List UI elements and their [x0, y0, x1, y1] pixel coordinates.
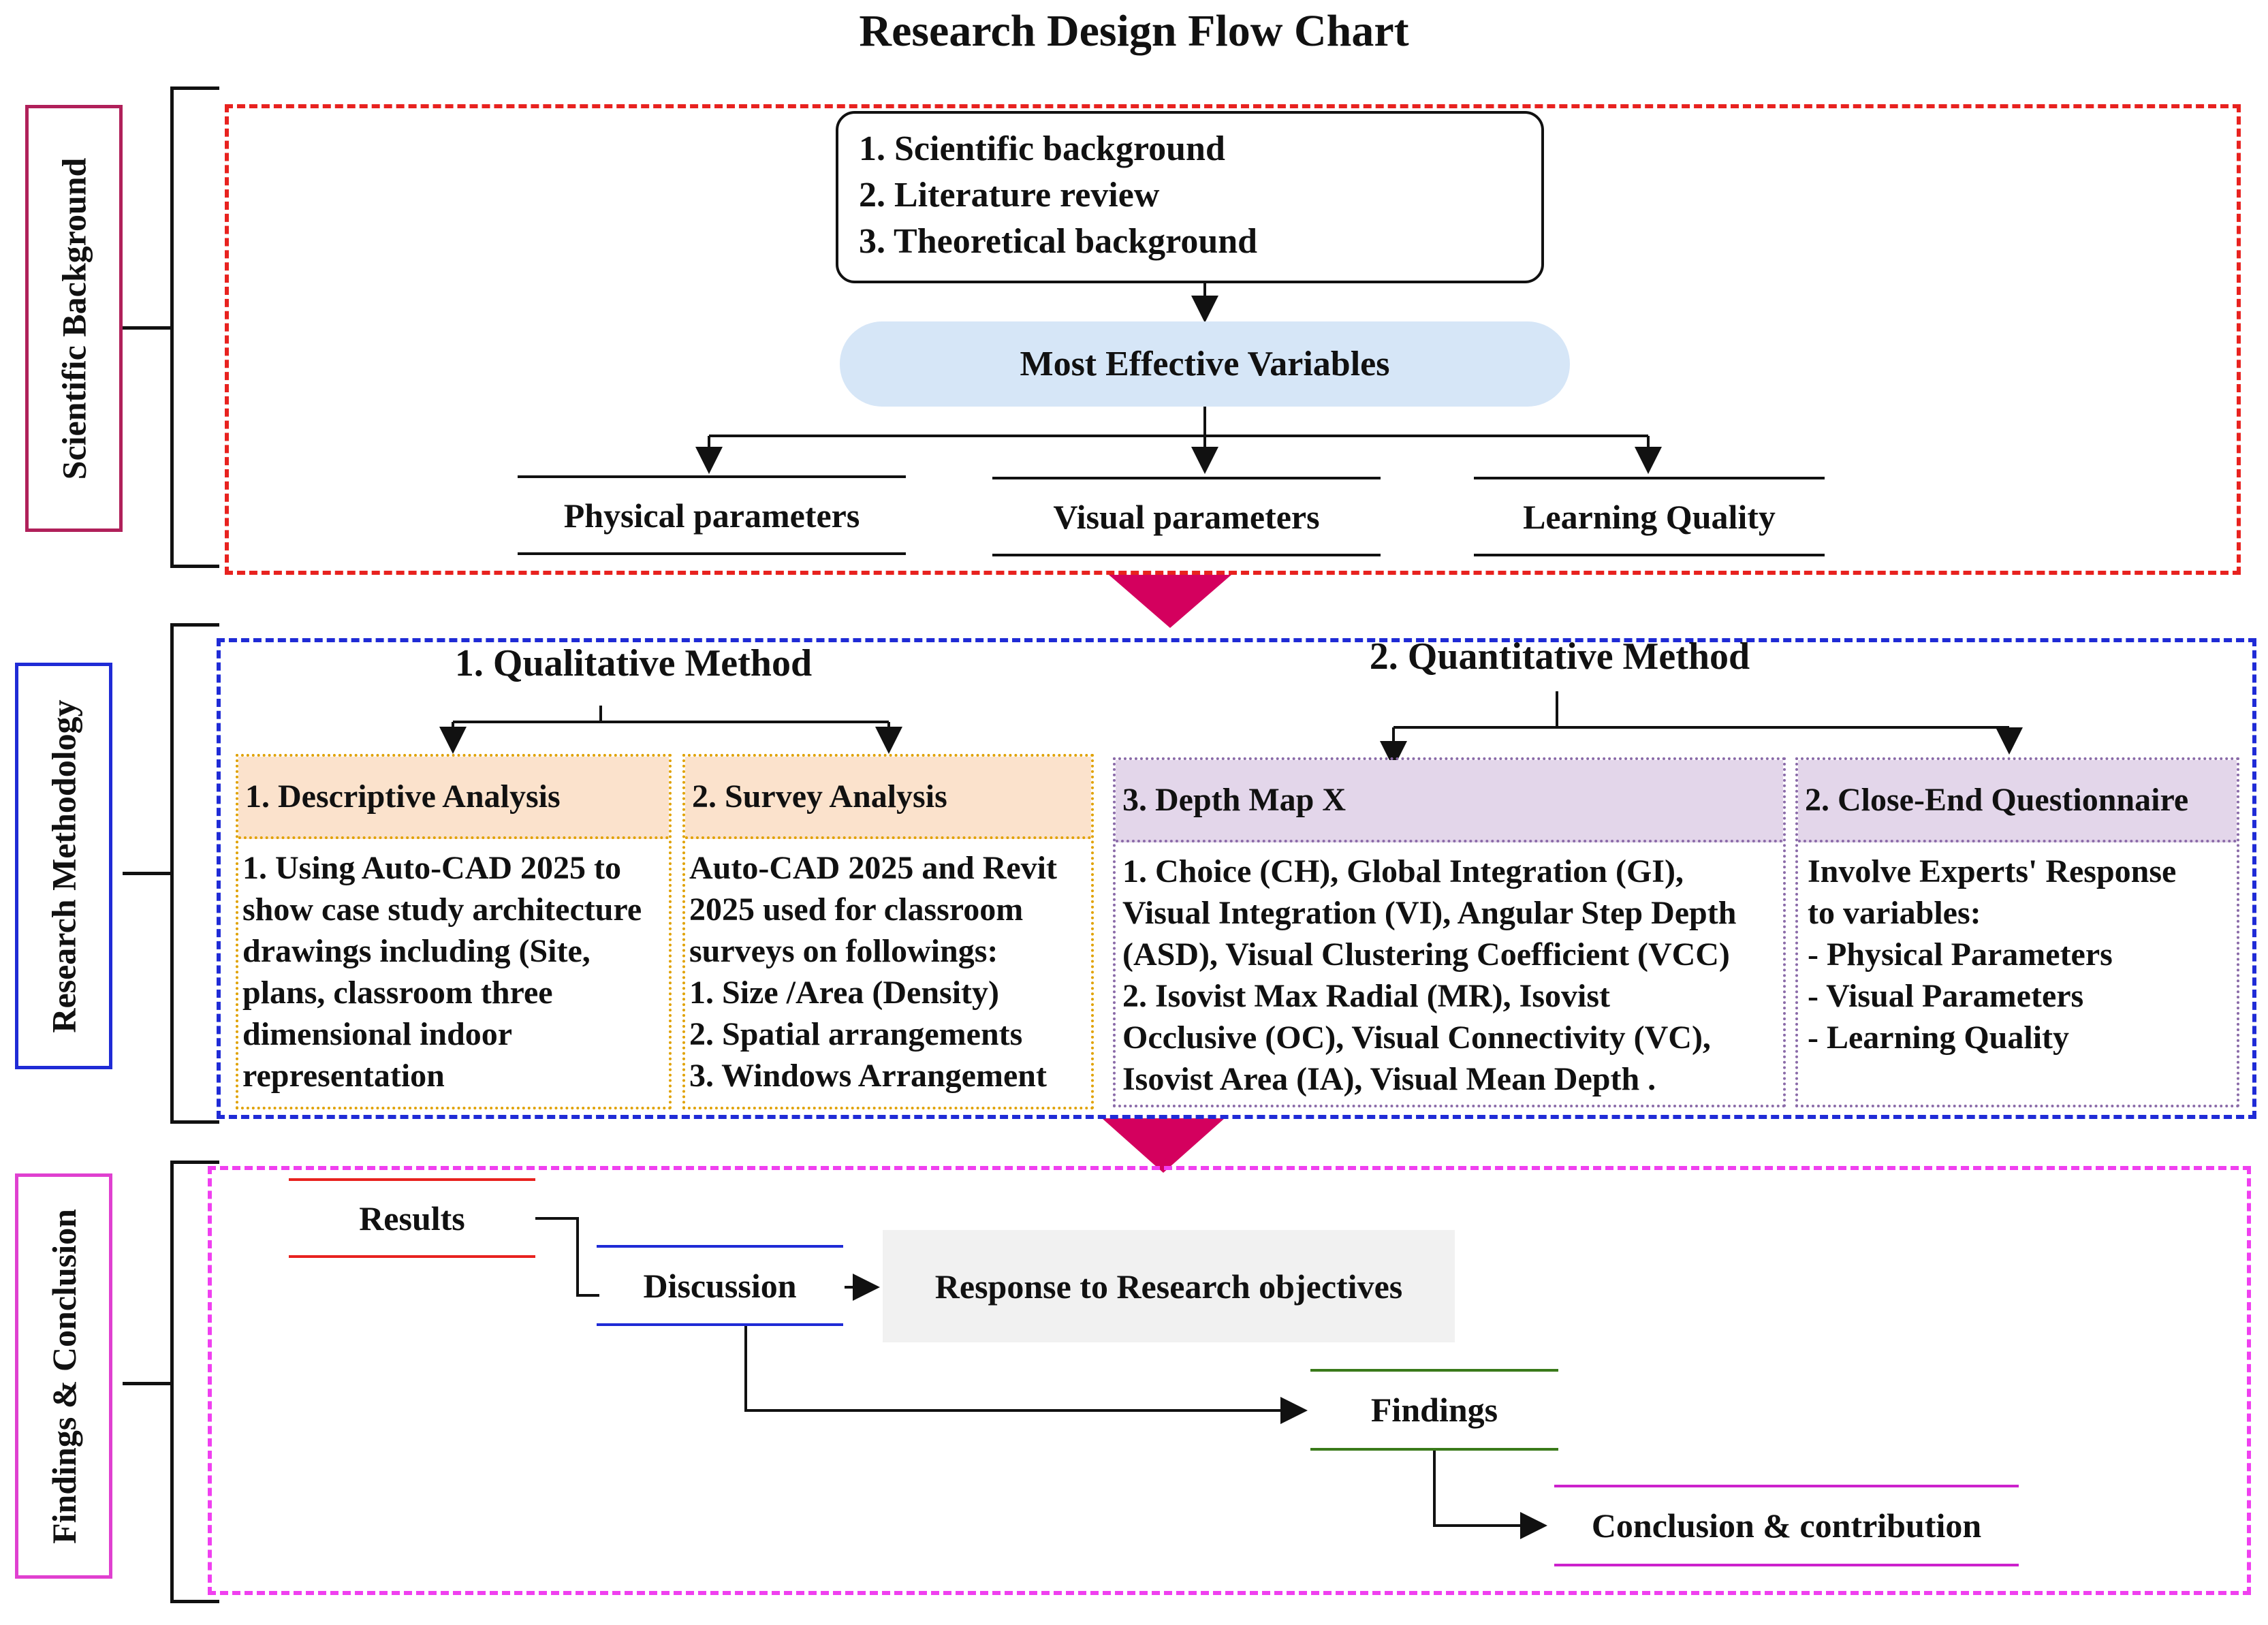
survey-line: 2025 used for classroom — [689, 892, 1024, 928]
stage-connector-methodology — [123, 872, 172, 875]
stage-connector-background — [123, 326, 172, 330]
discussion-node: Discussion — [597, 1245, 843, 1326]
depthmap-line: Visual Integration (VI), Angular Step De… — [1122, 895, 1737, 931]
survey-analysis-card: 2. Survey Analysis Auto-CAD 2025 and Rev… — [682, 754, 1094, 1109]
source-item: 2. Literature review — [859, 176, 1160, 215]
stage-arrow-1 — [1109, 575, 1231, 628]
questionnaire-line: Involve Experts' Response — [1808, 853, 2177, 889]
quantitative-title: 2. Quantitative Method — [1369, 635, 1750, 678]
survey-line: 1. Size /Area (Density) — [689, 975, 1000, 1011]
page-title: Research Design Flow Chart — [859, 6, 1409, 56]
questionnaire-line: to variables: — [1808, 895, 1981, 931]
depthmap-line: 1. Choice (CH), Global Integration (GI), — [1122, 853, 1684, 889]
stage-label-background: Scientific Background — [25, 105, 123, 532]
depthmap-line: 2. Isovist Max Radial (MR), Isovist — [1122, 978, 1610, 1014]
qualitative-title: 1. Qualitative Method — [454, 642, 813, 684]
questionnaire-line: - Learning Quality — [1808, 1020, 2070, 1056]
questionnaire-card: 2. Close-End Questionnaire Involve Exper… — [1795, 757, 2239, 1107]
questionnaire-line: - Physical Parameters — [1808, 936, 2113, 973]
descriptive-line: drawings including (Site, — [242, 933, 590, 969]
descriptive-line: show case study architecture — [242, 892, 642, 928]
discussion-to-findings-arrow — [744, 1326, 1308, 1424]
depthmap-line: (ASD), Visual Clustering Coefficient (VC… — [1122, 936, 1730, 973]
stage-connector-findings — [123, 1382, 172, 1385]
methodology-section — [217, 638, 2256, 1119]
results-to-discussion-connector — [535, 1217, 599, 1297]
survey-line: 3. Windows Arrangement — [689, 1058, 1047, 1094]
parameter-learning: Learning Quality — [1474, 477, 1825, 556]
descriptive-line: representation — [242, 1058, 445, 1094]
stage-bracket-findings — [170, 1161, 219, 1603]
survey-line: 2. Spatial arrangements — [689, 1016, 1023, 1052]
findings-section — [208, 1166, 2251, 1595]
stage-arrow-2 — [1102, 1118, 1225, 1173]
stage-bracket-methodology — [170, 623, 219, 1124]
response-node: Response to Research objectives — [883, 1230, 1455, 1342]
conclusion-node: Conclusion & contribution — [1554, 1485, 2019, 1566]
depthmap-line: Occlusive (OC), Visual Connectivity (VC)… — [1122, 1020, 1711, 1056]
survey-line: Auto-CAD 2025 and Revit — [689, 850, 1057, 886]
descriptive-line: dimensional indoor — [242, 1016, 513, 1052]
depthmap-line: Isovist Area (IA), Visual Mean Depth . — [1122, 1061, 1656, 1097]
variables-label: Most Effective Variables — [1020, 345, 1390, 383]
findings-to-conclusion-arrow — [1433, 1451, 1547, 1539]
parameter-physical: Physical parameters — [518, 475, 906, 555]
stage-label-methodology: Research Methodology — [15, 663, 112, 1069]
survey-line: surveys on followings: — [689, 933, 998, 969]
sources-box: 1. Scientific background 2. Literature r… — [836, 111, 1544, 283]
descriptive-header: 1. Descriptive Analysis — [238, 757, 669, 839]
questionnaire-line: - Visual Parameters — [1808, 978, 2084, 1014]
results-node: Results — [289, 1178, 535, 1258]
questionnaire-header: 2. Close-End Questionnaire — [1798, 760, 2237, 842]
depthmap-card: 3. Depth Map X 1. Choice (CH), Global In… — [1113, 757, 1786, 1107]
parameter-visual: Visual parameters — [992, 477, 1381, 556]
descriptive-line: plans, classroom three — [242, 975, 553, 1011]
descriptive-analysis-card: 1. Descriptive Analysis 1. Using Auto-CA… — [236, 754, 672, 1109]
background-section — [225, 104, 2241, 575]
findings-node: Findings — [1310, 1369, 1558, 1451]
variables-pill: Most Effective Variables — [840, 321, 1570, 407]
source-item: 3. Theoretical background — [859, 222, 1258, 261]
stage-label-findings: Findings & Conclusion — [15, 1173, 112, 1579]
survey-header: 2. Survey Analysis — [685, 757, 1091, 839]
source-item: 1. Scientific background — [859, 129, 1225, 168]
depthmap-header: 3. Depth Map X — [1116, 760, 1783, 842]
descriptive-line: 1. Using Auto-CAD 2025 to — [242, 850, 622, 886]
stage-bracket-background — [170, 86, 219, 568]
